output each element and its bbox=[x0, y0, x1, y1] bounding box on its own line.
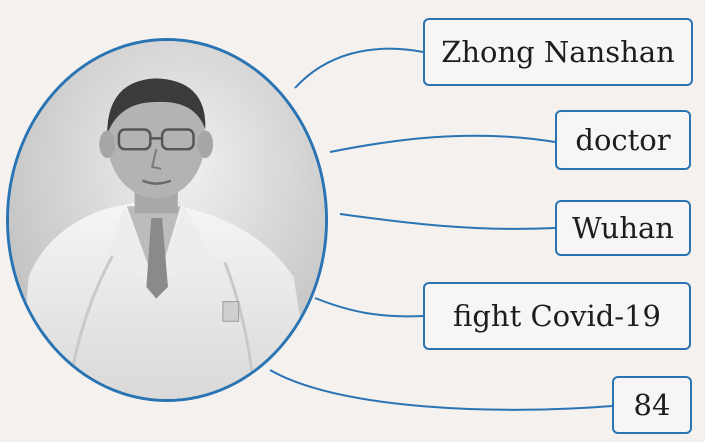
person-photo-illustration bbox=[9, 41, 325, 399]
portrait-photo bbox=[6, 38, 328, 402]
label-work: fight Covid-19 bbox=[423, 282, 691, 350]
connector-city bbox=[339, 213, 556, 230]
label-name: Zhong Nanshan bbox=[423, 18, 693, 86]
connector-age bbox=[269, 369, 613, 411]
label-age: 84 bbox=[612, 376, 692, 434]
connector-job bbox=[329, 134, 556, 153]
connector-name bbox=[294, 47, 424, 89]
connector-work bbox=[314, 297, 424, 318]
label-job: doctor bbox=[555, 110, 691, 170]
label-city: Wuhan bbox=[555, 200, 691, 256]
